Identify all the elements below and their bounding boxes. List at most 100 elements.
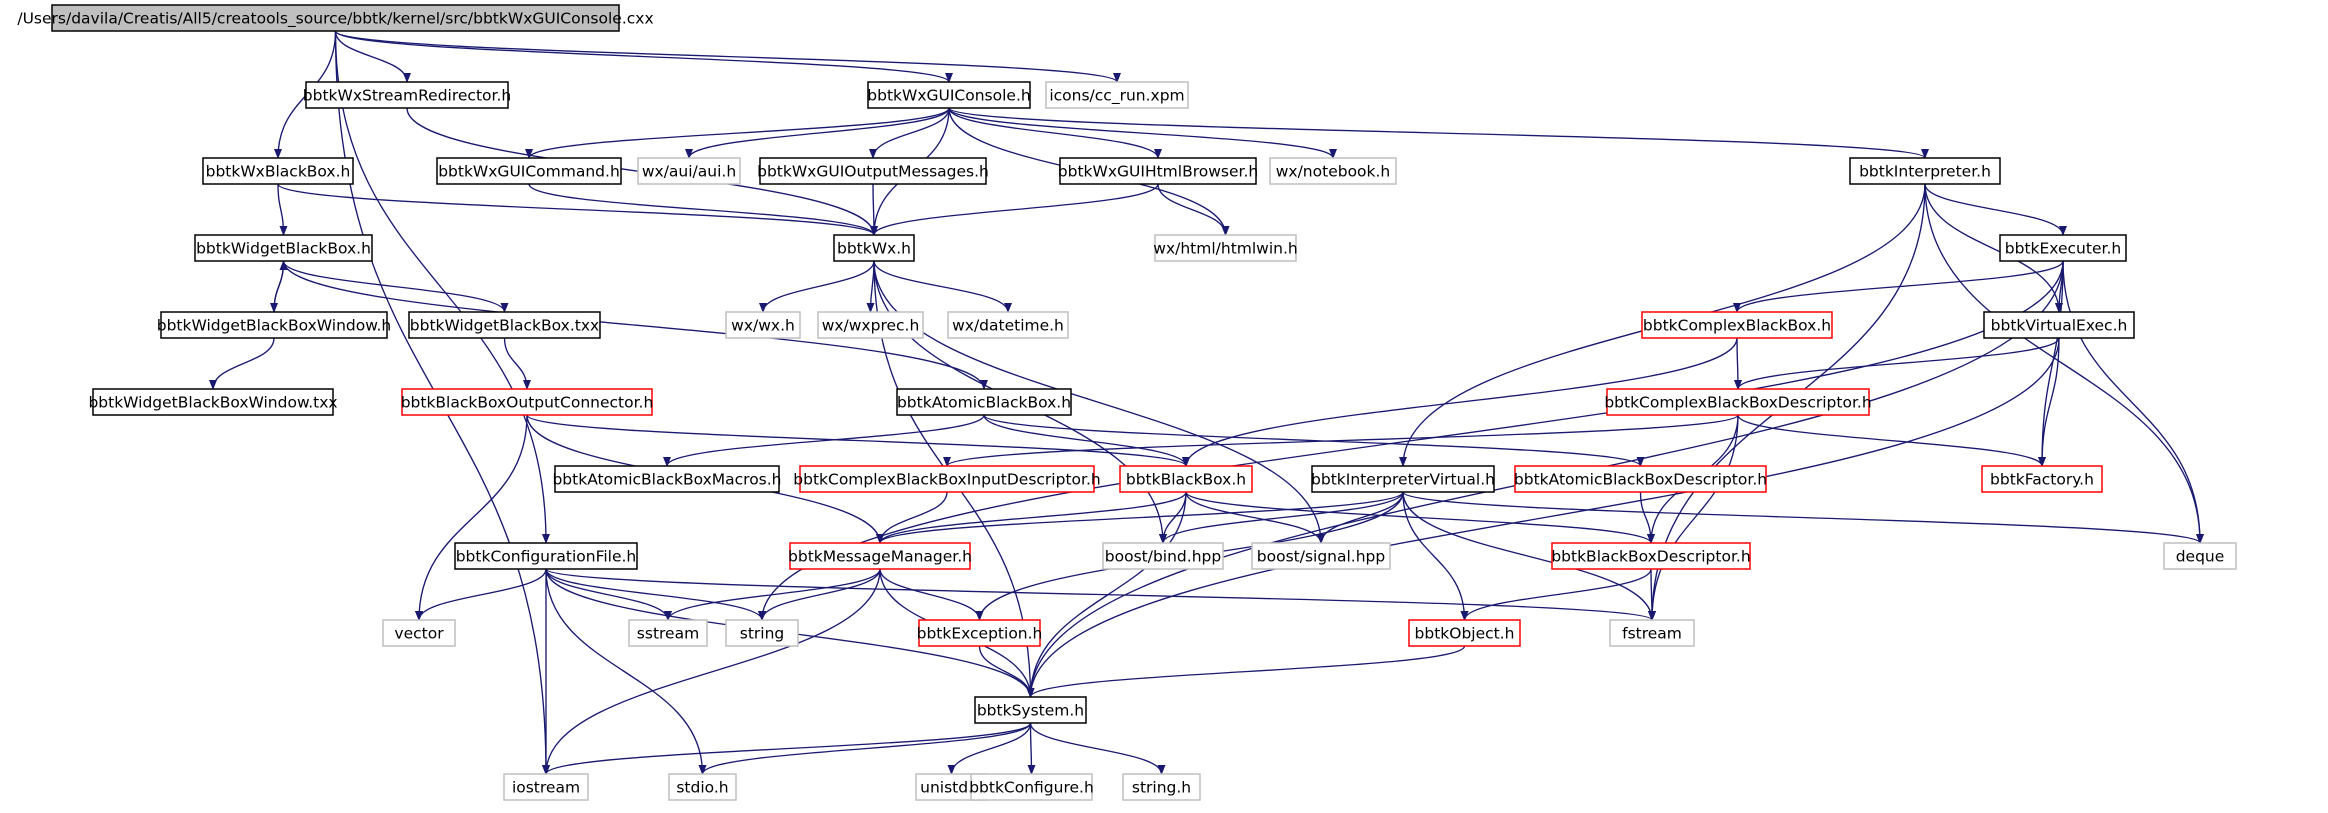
edge-complexdesc-to-complexinputdesc	[943, 414, 1739, 467]
node-guicommand[interactable]: bbtkWxGUICommand.h	[436, 157, 622, 185]
edge-guiconsole-to-notebook	[948, 107, 1337, 159]
node-complexbb[interactable]: bbtkComplexBlackBox.h	[1641, 311, 1833, 339]
node-datetime[interactable]: wx/datetime.h	[947, 311, 1069, 339]
node-sstream[interactable]: sstream	[628, 619, 708, 647]
node-label-atomicmacros: bbtkAtomicBlackBoxMacros.h	[552, 471, 781, 489]
node-vector[interactable]: vector	[382, 619, 456, 647]
node-wxwx[interactable]: wx/wx.h	[725, 311, 801, 339]
edge-interpvirtual-to-object	[1402, 491, 1469, 621]
node-box-deque	[2163, 542, 2237, 570]
edge-configfile-to-stdio	[545, 568, 707, 775]
node-widgetbbtxx[interactable]: bbtkWidgetBlackBox.txx	[408, 311, 601, 339]
node-stringh[interactable]: string.h	[1122, 773, 1201, 801]
node-bbtkwx[interactable]: bbtkWx.h	[833, 234, 915, 262]
node-ccrun[interactable]: icons/cc_run.xpm	[1045, 81, 1189, 109]
edge-wxblackbox-to-widgetbb	[277, 183, 288, 236]
node-atomicmacros[interactable]: bbtkAtomicBlackBoxMacros.h	[552, 465, 782, 493]
node-string[interactable]: string	[725, 619, 799, 647]
node-virtualexec[interactable]: bbtkVirtualExec.h	[1983, 311, 2135, 339]
node-deque[interactable]: deque	[2163, 542, 2237, 570]
node-box-bbdesc	[1551, 542, 1751, 570]
node-object[interactable]: bbtkObject.h	[1408, 619, 1521, 647]
edge-atomicbb-to-atomicmacros	[663, 414, 985, 467]
node-box-factory	[1981, 465, 2103, 493]
node-exception[interactable]: bbtkException.h	[917, 619, 1043, 647]
node-label-factory: bbtkFactory.h	[1990, 471, 2094, 489]
edge-widgetbbtxx-to-outconnector	[503, 337, 531, 390]
node-atomicbb[interactable]: bbtkAtomicBlackBox.h	[896, 388, 1072, 416]
node-label-outmsgs: bbtkWxGUIOutputMessages.h	[757, 163, 989, 181]
edge-interpvirtual-to-boostsignal	[1317, 491, 1404, 544]
node-atomicdesc[interactable]: bbtkAtomicBlackBoxDescriptor.h	[1514, 465, 1767, 493]
node-box-complexdesc	[1606, 388, 1870, 416]
node-bbdesc[interactable]: bbtkBlackBoxDescriptor.h	[1551, 542, 1751, 570]
node-widgetbbwin[interactable]: bbtkWidgetBlackBoxWindow.h	[157, 311, 392, 339]
node-htmlwin[interactable]: wx/html/htmlwin.h	[1153, 234, 1298, 262]
edge-interpreter-to-virtualexec	[1924, 183, 2063, 313]
node-box-guiconsole	[867, 81, 1031, 109]
node-box-interpvirtual	[1311, 465, 1495, 493]
node-msgmanager[interactable]: bbtkMessageManager.h	[788, 542, 972, 570]
node-boostbind[interactable]: boost/bind.hpp	[1102, 542, 1224, 570]
node-htmlbrowser[interactable]: bbtkWxGUIHtmlBrowser.h	[1058, 157, 1258, 185]
edge-guiconsole-to-interpreter	[948, 107, 1929, 159]
node-label-interpreter: bbtkInterpreter.h	[1859, 163, 1991, 181]
edge-msgmanager-to-sstream	[664, 568, 881, 621]
node-streamredir[interactable]: bbtkWxStreamRedirector.h	[303, 81, 511, 109]
node-blackbox[interactable]: bbtkBlackBox.h	[1119, 465, 1253, 493]
node-complexdesc[interactable]: bbtkComplexBlackBoxDescriptor.h	[1604, 388, 1872, 416]
node-label-wxwx: wx/wx.h	[731, 317, 795, 335]
node-aui[interactable]: wx/aui/aui.h	[637, 157, 741, 185]
edge-guiconsole-to-aui	[685, 107, 950, 159]
node-root[interactable]: /Users/davila/Creatis/All5/creatools_sou…	[17, 4, 654, 32]
edge-interpvirtual-to-boostbind	[1159, 491, 1404, 544]
node-box-notebook	[1269, 157, 1397, 185]
edge-msgmanager-to-string	[758, 568, 881, 621]
edge-exception-to-system	[978, 645, 1035, 698]
edge-interpvirtual-to-deque	[1402, 491, 2204, 544]
node-box-streamredir	[305, 81, 509, 109]
node-boostsignal[interactable]: boost/signal.hpp	[1251, 542, 1391, 570]
node-widgetbb[interactable]: bbtkWidgetBlackBox.h	[194, 234, 373, 262]
node-interpvirtual[interactable]: bbtkInterpreterVirtual.h	[1311, 465, 1495, 493]
node-guiconsole[interactable]: bbtkWxGUIConsole.h	[867, 81, 1031, 109]
node-widgetbbwintxx[interactable]: bbtkWidgetBlackBoxWindow.txx	[88, 388, 338, 416]
node-label-blackbox: bbtkBlackBox.h	[1126, 471, 1246, 489]
node-fstream[interactable]: fstream	[1609, 619, 1695, 647]
node-wxblackbox[interactable]: bbtkWxBlackBox.h	[202, 157, 354, 185]
node-label-wxblackbox: bbtkWxBlackBox.h	[206, 163, 351, 181]
node-label-deque: deque	[2176, 548, 2225, 566]
node-interpreter[interactable]: bbtkInterpreter.h	[1849, 157, 2001, 185]
node-box-wxblackbox	[202, 157, 354, 185]
node-wxprec[interactable]: wx/wxprec.h	[817, 311, 924, 339]
node-box-wxprec	[817, 311, 924, 339]
node-box-widgetbb	[194, 234, 373, 262]
node-box-boostbind	[1102, 542, 1224, 570]
node-label-exception: bbtkException.h	[917, 625, 1043, 643]
node-iostream[interactable]: iostream	[503, 773, 589, 801]
node-label-boostsignal: boost/signal.hpp	[1257, 548, 1385, 566]
node-stdio[interactable]: stdio.h	[668, 773, 737, 801]
node-system[interactable]: bbtkSystem.h	[974, 696, 1087, 724]
edge-root-to-configfile	[334, 30, 550, 544]
node-label-iostream: iostream	[512, 779, 580, 797]
node-notebook[interactable]: wx/notebook.h	[1269, 157, 1397, 185]
node-box-system	[974, 696, 1087, 724]
node-label-configfile: bbtkConfigurationFile.h	[456, 548, 637, 566]
edge-configfile-to-sstream	[545, 568, 672, 621]
node-bbtkconfigure[interactable]: bbtkConfigure.h	[969, 773, 1094, 801]
node-label-ccrun: icons/cc_run.xpm	[1049, 87, 1184, 106]
edge-guiconsole-to-guicommand	[525, 107, 950, 159]
node-outmsgs[interactable]: bbtkWxGUIOutputMessages.h	[757, 157, 989, 185]
edge-guiconsole-to-outmsgs	[869, 107, 950, 159]
node-complexinputdesc[interactable]: bbtkComplexBlackBoxInputDescriptor.h	[793, 465, 1101, 493]
node-label-fstream: fstream	[1622, 625, 1682, 643]
node-box-widgetbbwin	[160, 311, 388, 339]
node-label-unistd: unistd.h	[920, 779, 983, 797]
node-factory[interactable]: bbtkFactory.h	[1981, 465, 2103, 493]
edge-widgetbb-to-widgetbbtxx	[282, 260, 509, 313]
node-executer[interactable]: bbtkExecuter.h	[1999, 234, 2127, 262]
node-configfile[interactable]: bbtkConfigurationFile.h	[454, 542, 638, 570]
node-outconnector[interactable]: bbtkBlackBoxOutputConnector.h	[401, 388, 654, 416]
